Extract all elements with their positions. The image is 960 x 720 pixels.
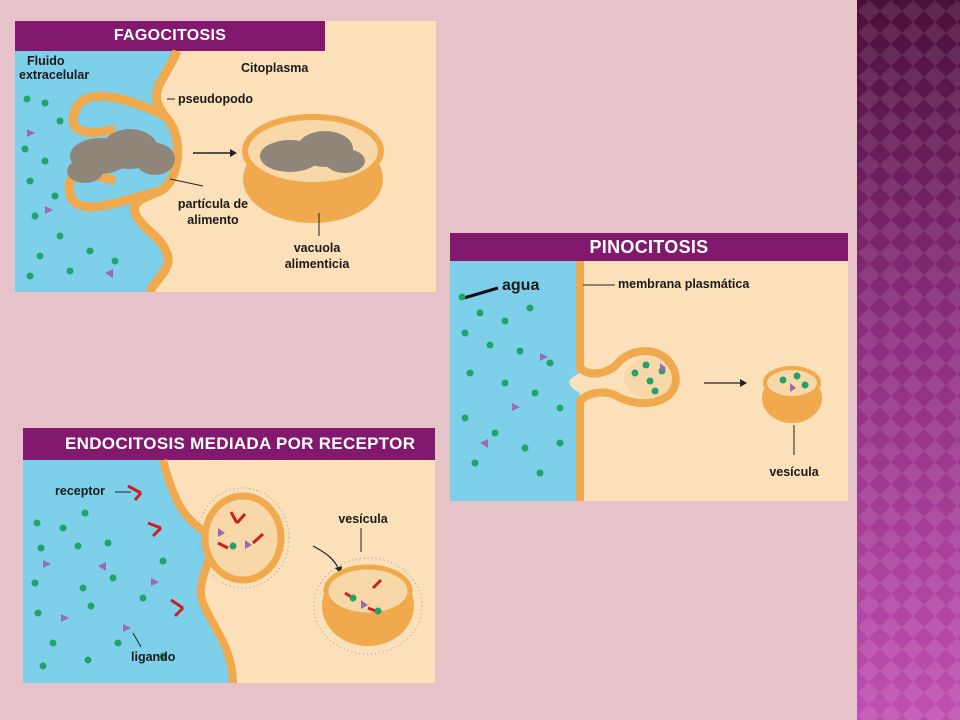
cytoplasm-label: Citoplasma [241,61,309,75]
receptor-mediated-endocytosis-panel: ENDOCITOSIS MEDIADA POR RECEPTOR [23,428,435,683]
food-particle [67,129,175,183]
molecules [21,95,119,280]
vacuole-label-line2: alimenticia [284,257,350,271]
endocytosis-title: ENDOCITOSIS MEDIADA POR RECEPTOR [23,428,435,460]
coated-vesicle [313,557,423,655]
particle-label-line1: partícula de [177,197,249,211]
fluid-label-line1: Fluido [27,54,65,68]
vesicle-label: vesícula [338,512,388,526]
pinocytosis-title: PINOCITOSIS [450,233,848,261]
pinocytosis-panel: PINOCITOSIS agua membran [450,233,848,501]
plasma-membrane [576,261,680,501]
receptors [127,484,383,618]
particle-label-line2: alimento [187,213,239,227]
molecules [31,509,382,670]
extracellular-fluid [23,460,233,683]
phagocytosis-panel: FAGOCITOSIS Fluido extr [15,21,436,292]
receptor-label: receptor [55,484,106,498]
coated-pit [196,487,290,589]
ligands [43,528,368,632]
molecules [458,293,809,477]
extracellular-fluid [450,261,580,501]
fluid-label-line2: extracelular [19,68,90,82]
phagocytosis-diagram [15,49,436,292]
phagocytosis-title: FAGOCITOSIS [15,21,325,51]
vacuole-label-line1: vacuola [293,241,341,255]
pinocytic-vesicle [762,366,822,423]
ligand-label: ligando [131,650,176,664]
pseudopod-label: pseudopodo [178,92,253,106]
water-label: agua [502,277,540,294]
vesicle-label: vesícula [769,465,819,479]
plasma-membrane-label: membrana plasmática [618,277,750,291]
pinocytosis-diagram [450,261,848,501]
plasma-membrane [159,458,237,683]
pseudopod [68,91,168,137]
endocytosis-diagram [23,458,435,683]
food-vacuole [242,114,384,223]
